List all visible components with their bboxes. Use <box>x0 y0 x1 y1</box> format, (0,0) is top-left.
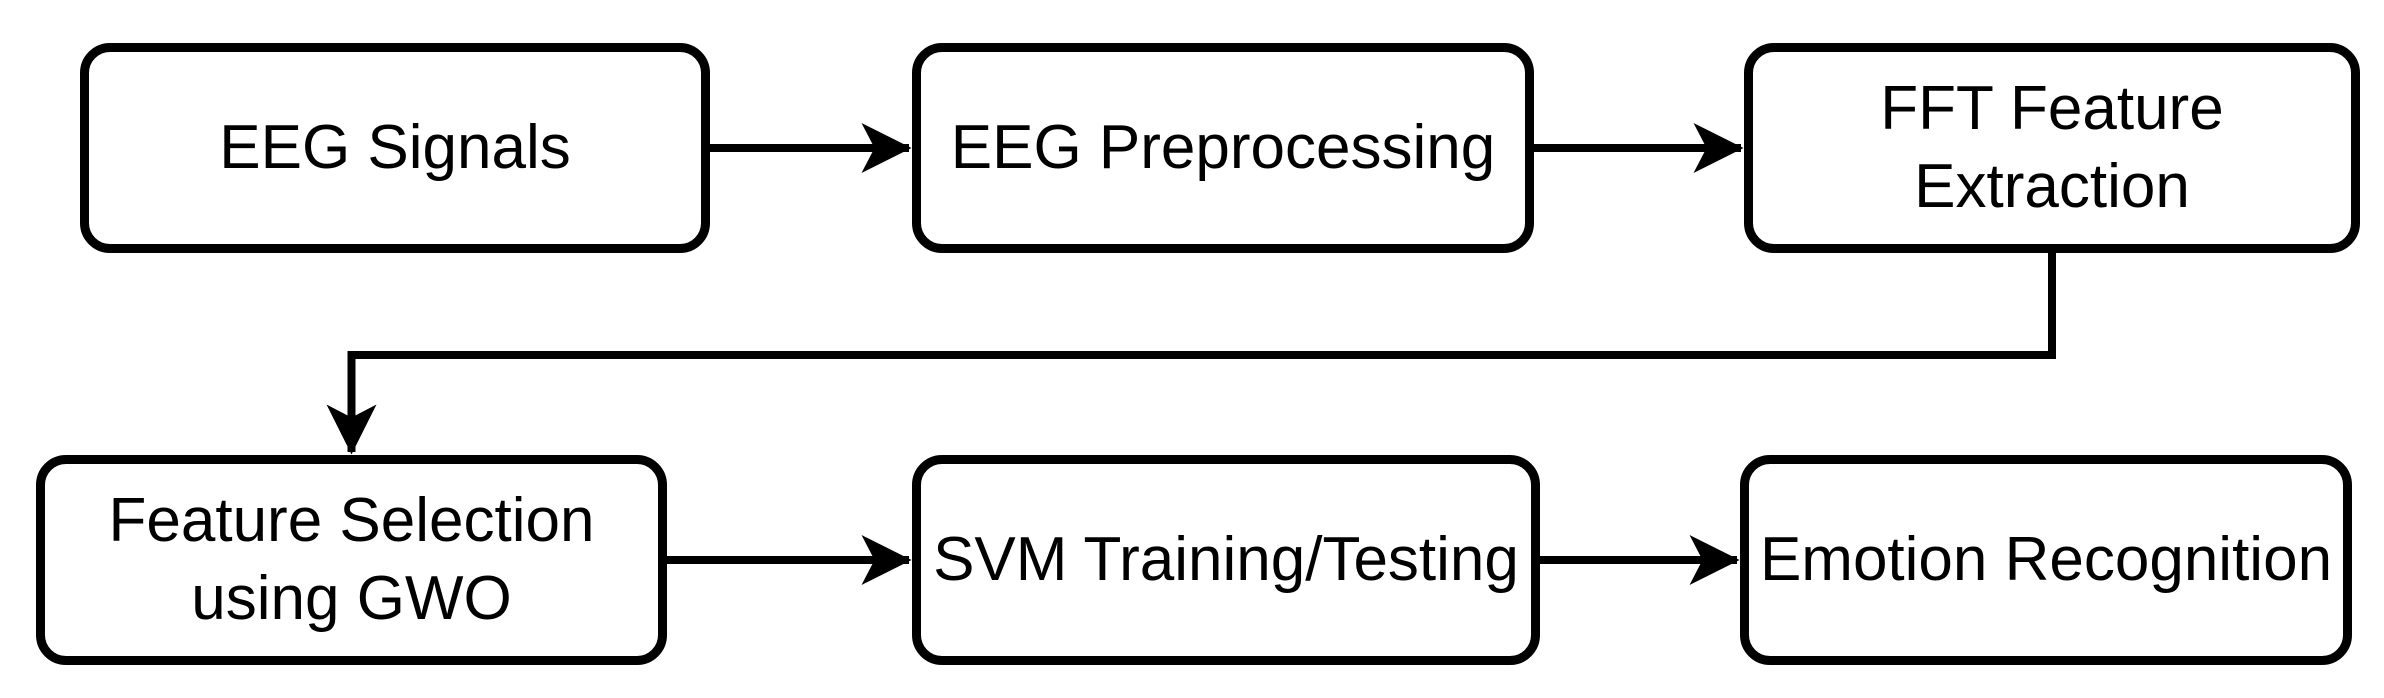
node-emotion-recognition: Emotion Recognition <box>1740 455 2352 665</box>
node-svm-training-testing: SVM Training/Testing <box>912 455 1540 665</box>
node-eeg-preprocessing: EEG Preprocessing <box>912 43 1534 253</box>
node-fft-feature-extraction: FFT Feature Extraction <box>1744 43 2360 253</box>
node-eeg-signals-label: EEG Signals <box>219 113 571 182</box>
node-emotion-recognition-label: Emotion Recognition <box>1759 525 2333 594</box>
node-eeg-preprocessing-label: EEG Preprocessing <box>950 113 1496 182</box>
node-fft-feature-extraction-label: FFT Feature Extraction <box>1880 74 2224 221</box>
node-svm-training-testing-label: SVM Training/Testing <box>933 525 1519 594</box>
node-eeg-signals: EEG Signals <box>80 43 710 253</box>
node-feature-selection-gwo: Feature Selection using GWO <box>36 455 667 665</box>
node-feature-selection-gwo-label: Feature Selection using GWO <box>108 486 595 633</box>
edge-fft-feature-extraction-to-feature-selection-gwo <box>326 250 2056 455</box>
